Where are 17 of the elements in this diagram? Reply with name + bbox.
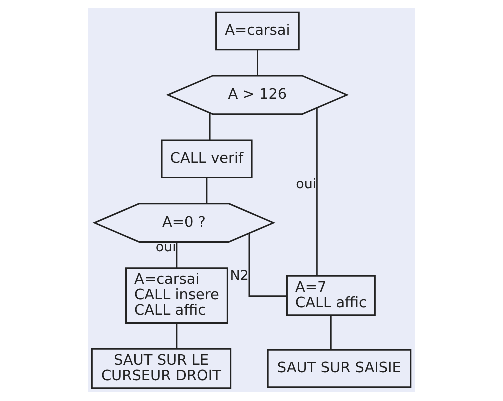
connector <box>176 242 178 268</box>
connector <box>330 316 332 350</box>
edge-label: oui <box>156 240 176 256</box>
node-box: CALL verif <box>161 140 253 179</box>
node-box: A=carsai CALL insere CALL affic <box>126 268 228 324</box>
connector <box>176 323 178 350</box>
connector <box>206 178 208 204</box>
node-box: SAUT SUR LE CURSEUR DROIT <box>91 348 232 390</box>
node-box: A=carsai <box>216 12 300 51</box>
edge-label: oui <box>296 177 317 192</box>
edge-label: N2 <box>230 268 249 284</box>
connector <box>257 50 258 76</box>
connector <box>248 234 287 297</box>
connector <box>209 113 211 140</box>
node-box: SAUT SUR SAISIE <box>267 349 412 388</box>
node-box: A=7 CALL affic <box>286 275 376 316</box>
connector <box>316 108 318 276</box>
